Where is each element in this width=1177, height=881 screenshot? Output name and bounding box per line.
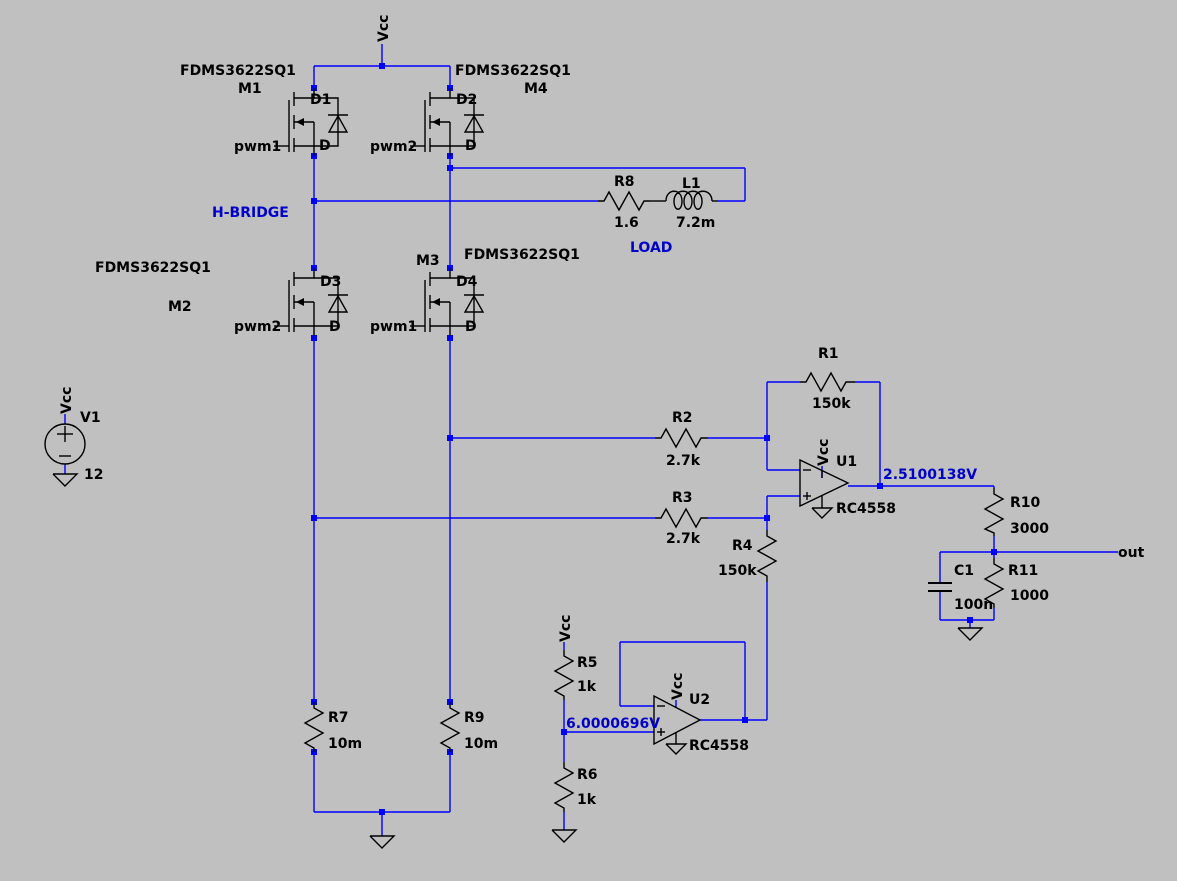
r4-ref-label: R4: [732, 538, 753, 554]
r11-symbol: [983, 558, 1005, 608]
r6-value-label: 1k: [577, 792, 597, 808]
r6-symbol: [553, 762, 575, 812]
d2-pin-label: D: [465, 138, 477, 154]
r5-symbol: [553, 650, 575, 700]
c1-value-label: 100n: [954, 597, 993, 613]
out-net-label: out: [1118, 545, 1145, 561]
m1-model-label: FDMS3622SQ1: [180, 63, 296, 79]
r2-value-label: 2.7k: [666, 453, 701, 469]
inductor-symbol: [650, 190, 718, 210]
r5-ref-label: R5: [577, 655, 598, 671]
r1-symbol: [800, 371, 855, 393]
u1-ref-label: U1: [836, 454, 857, 470]
d1-pin-label: D: [319, 138, 331, 154]
m3-mosfet-symbol: [410, 268, 485, 336]
m2-ref-label: M2: [168, 299, 192, 315]
load-label: LOAD: [630, 240, 672, 256]
r3-symbol: [655, 507, 708, 529]
opamp-u1-symbol: [799, 458, 850, 508]
r10-symbol: [983, 488, 1005, 536]
m1-mosfet-symbol: [274, 88, 349, 156]
m2-model-label: FDMS3622SQ1: [95, 260, 211, 276]
r2-symbol: [655, 427, 708, 449]
v1-value-label: 12: [84, 467, 103, 483]
r10-value-label: 3000: [1010, 521, 1049, 537]
r5-value-label: 1k: [577, 679, 597, 695]
l1-value-label: 7.2m: [676, 215, 715, 231]
vcc-net-label-r5: Vcc: [558, 615, 574, 642]
m4-model-label: FDMS3622SQ1: [455, 63, 571, 79]
m4-ref-label: M4: [524, 81, 548, 97]
r7-symbol: [303, 702, 325, 752]
vcc-net-label-v1: Vcc: [59, 387, 75, 414]
r1-value-label: 150k: [812, 396, 851, 412]
r11-value-label: 1000: [1010, 588, 1049, 604]
r9-value-label: 10m: [464, 736, 498, 752]
r6-ref-label: R6: [577, 767, 598, 783]
r8-symbol: [598, 190, 650, 212]
r11-ref-label: R11: [1008, 563, 1038, 579]
r9-symbol: [439, 702, 461, 752]
r7-ref-label: R7: [328, 710, 349, 726]
m4-gate-label: pwm2: [370, 139, 417, 155]
r8-ref-label: R8: [614, 174, 635, 190]
m4-mosfet-symbol: [410, 88, 485, 156]
r7-value-label: 10m: [328, 736, 362, 752]
opamp-u2-symbol: [653, 694, 702, 746]
m2-mosfet-symbol: [274, 268, 349, 336]
u1-model-label: RC4558: [836, 501, 896, 517]
l1-ref-label: L1: [682, 176, 701, 192]
r9-ref-label: R9: [464, 710, 485, 726]
d3-pin-label: D: [329, 319, 341, 335]
r3-ref-label: R3: [672, 490, 693, 506]
r2-ref-label: R2: [672, 410, 693, 426]
wires: [64, 44, 1118, 836]
r3-value-label: 2.7k: [666, 531, 701, 547]
m3-model-label: FDMS3622SQ1: [464, 247, 580, 263]
vcc-net-label-top: Vcc: [376, 15, 392, 42]
r1-ref-label: R1: [818, 346, 839, 362]
u1-output-probe: 2.5100138V: [883, 467, 977, 483]
u2-model-label: RC4558: [689, 738, 749, 754]
d1-label: D1: [310, 92, 331, 108]
resistor-symbols: [303, 190, 1005, 812]
u2-ref-label: U2: [689, 692, 710, 708]
m3-gate-label: pwm1: [370, 319, 417, 335]
r8-value-label: 1.6: [614, 215, 639, 231]
c1-ref-label: C1: [954, 563, 974, 579]
d3-label: D3: [320, 274, 341, 290]
r4-value-label: 150k: [718, 563, 757, 579]
m1-ref-label: M1: [238, 81, 262, 97]
d4-pin-label: D: [465, 319, 477, 335]
mosfet-symbols: [274, 88, 485, 336]
d4-label: D4: [456, 274, 478, 290]
u2-supply-label: Vcc: [670, 673, 686, 700]
m3-ref-label: M3: [416, 253, 440, 269]
m1-gate-label: pwm1: [234, 139, 281, 155]
capacitor-symbol: [928, 582, 952, 592]
m2-gate-label: pwm2: [234, 319, 281, 335]
v1-ref-label: V1: [80, 410, 101, 426]
ground-symbols: [52, 473, 984, 849]
r10-ref-label: R10: [1010, 495, 1041, 511]
voltage-source-v1: [44, 423, 86, 465]
r4-symbol: [756, 530, 778, 582]
u1-supply-label: Vcc: [816, 439, 832, 466]
hbridge-label: H-BRIDGE: [212, 205, 289, 221]
u2-input-probe: 6.0000696V: [566, 716, 660, 732]
d2-label: D2: [456, 92, 477, 108]
